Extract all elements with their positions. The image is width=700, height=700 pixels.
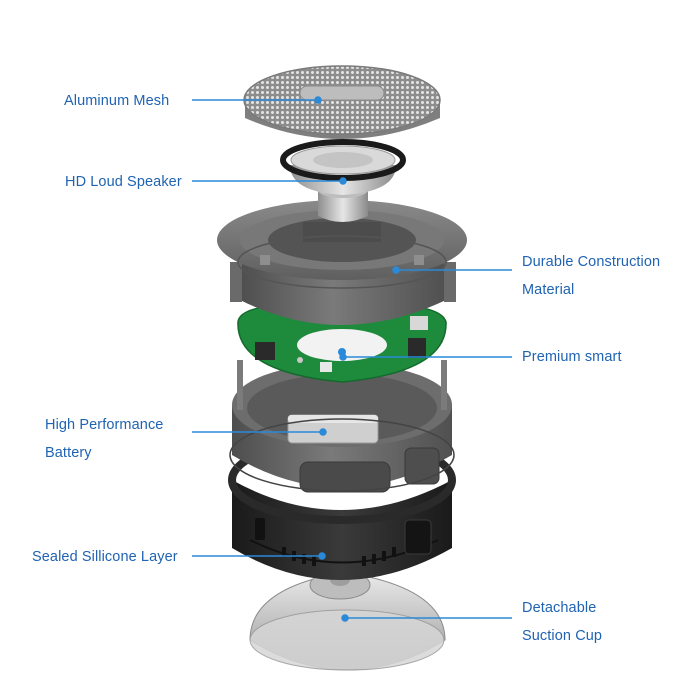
battery-housing (229, 360, 455, 493)
suction-cup (249, 570, 446, 671)
pcb-board (237, 303, 447, 383)
label-sealed-silicone-layer: Sealed Sillicone Layer (32, 549, 178, 565)
label-aluminum-mesh: Aluminum Mesh (64, 93, 170, 109)
label-premium-smart: Premium smart (522, 349, 622, 365)
leader-lines (192, 96, 512, 622)
aluminum-mesh (243, 65, 441, 139)
speaker-driver (280, 139, 406, 222)
label-hd-loud-speaker: HD Loud Speaker (65, 174, 182, 190)
construction-housing (217, 200, 467, 325)
label-durable-construction: Durable Construction Material (522, 254, 661, 298)
label-detachable-suction-cup: Detachable Suction Cup (522, 600, 603, 644)
label-high-performance-battery: High Performance Battery (45, 417, 164, 461)
